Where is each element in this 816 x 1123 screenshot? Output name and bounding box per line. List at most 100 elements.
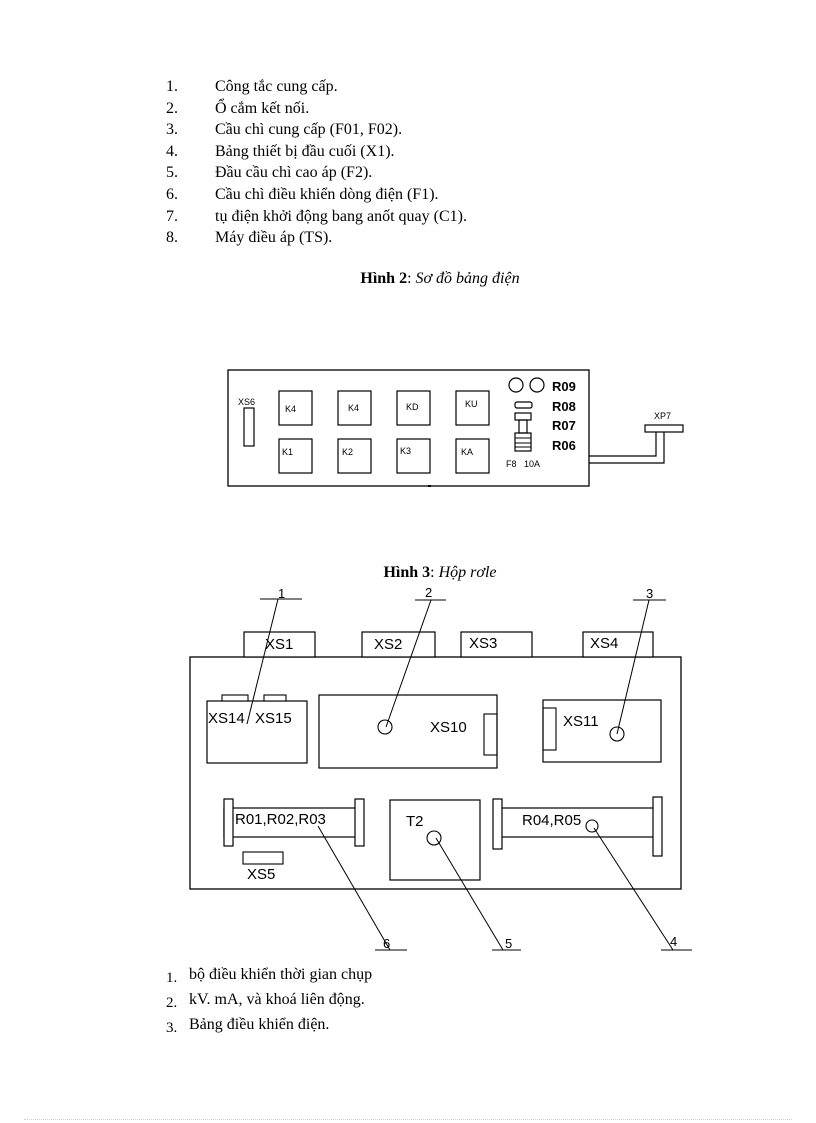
fuse-f8-icon bbox=[514, 412, 532, 452]
list-item: 2. kV. mA, và khoá liên động. bbox=[166, 989, 372, 1014]
list-number: 3. bbox=[166, 1020, 178, 1036]
list-text: Đầu cầu chì cao áp (F2). bbox=[215, 164, 373, 182]
list-item: 7. tụ điện khởi động bang anốt quay (C1). bbox=[166, 206, 467, 228]
relay-label: KD bbox=[406, 402, 419, 412]
t2-label: T2 bbox=[406, 813, 424, 830]
relay-label: KA bbox=[461, 447, 473, 457]
relay-k1 bbox=[278, 438, 313, 474]
list-number: 3. bbox=[166, 121, 178, 139]
caption-separator: : bbox=[430, 564, 439, 581]
list-text: kV. mA, và khoá liên động. bbox=[189, 991, 365, 1008]
list-item: 1. bộ điều khiển thời gian chụp bbox=[166, 964, 372, 989]
xs10-label: XS10 bbox=[430, 719, 467, 736]
indicator-lamp-icon bbox=[529, 377, 545, 393]
module-xs10 bbox=[318, 694, 498, 769]
cable-wire bbox=[589, 432, 657, 457]
xs3-label: XS3 bbox=[469, 635, 497, 652]
xs6-label: XS6 bbox=[238, 397, 255, 407]
list-item: 3. Bảng điều khiển điện. bbox=[166, 1014, 372, 1039]
bar-end-cap bbox=[492, 798, 503, 850]
list-text: Máy điều áp (TS). bbox=[215, 229, 333, 247]
relay-ka bbox=[455, 438, 490, 474]
caption-title: Hộp rơle bbox=[438, 564, 497, 581]
list-text: Bảng điều khiển điện. bbox=[189, 1016, 330, 1033]
terminal-icon bbox=[585, 819, 599, 833]
xs15-label: XS15 bbox=[255, 710, 292, 727]
list-item: 3. Cầu chì cung cấp (F01, F02). bbox=[166, 119, 467, 141]
relay-label: K3 bbox=[400, 446, 411, 456]
connector-xs5 bbox=[242, 851, 284, 865]
relay-k2 bbox=[337, 438, 372, 474]
xs2-label: XS2 bbox=[374, 636, 402, 653]
list-text: tụ điện khởi động bang anốt quay (C1). bbox=[215, 207, 467, 225]
list-text: Cầu chì điều khiển dòng điện (F1). bbox=[215, 185, 439, 203]
relay-box-diagram: XS1 XS2 XS3 XS4 XS14 XS15 XS10 XS11 R01,… bbox=[189, 585, 692, 951]
relay-k4-b bbox=[337, 390, 372, 426]
terminal-icon bbox=[426, 830, 442, 846]
caption-label: Hình 2 bbox=[360, 270, 408, 287]
callout-3: 3 bbox=[646, 586, 653, 601]
list-number: 1. bbox=[166, 78, 178, 95]
fuse-rating-label: 10A bbox=[524, 459, 540, 469]
caption-label: Hình 3 bbox=[383, 564, 431, 581]
transformer-t2 bbox=[389, 799, 481, 881]
relay-kd bbox=[396, 390, 431, 426]
list-number: 1. bbox=[166, 970, 178, 986]
list-text: bộ điều khiển thời gian chụp bbox=[189, 966, 373, 983]
xs5-label: XS5 bbox=[247, 866, 275, 883]
list-number: 6. bbox=[166, 185, 178, 203]
terminal-icon bbox=[609, 726, 625, 742]
module-xs14-xs15 bbox=[206, 700, 308, 764]
xs6-slot bbox=[243, 407, 255, 447]
callout-2: 2 bbox=[425, 585, 432, 600]
list-item: 8. Máy điều áp (TS). bbox=[166, 227, 467, 249]
relay-ku bbox=[455, 390, 490, 426]
pin-tab bbox=[221, 694, 249, 702]
relay-label: K2 bbox=[342, 447, 353, 457]
component-list-bottom: 1. bộ điều khiển thời gian chụp 2. kV. mA,… bbox=[166, 964, 372, 1039]
list-number: 4. bbox=[166, 142, 178, 160]
connector-xs2 bbox=[361, 631, 436, 658]
list-number: 8. bbox=[166, 229, 178, 247]
list-number: 7. bbox=[166, 207, 178, 225]
callout-4: 4 bbox=[670, 934, 677, 949]
figure-2-caption: Hình 2: Sơ đồ bảng điện bbox=[32, 270, 816, 288]
panel-diagram: XS6 K4 K4 KD KU K1 K2 K3 KA R09 R08 R07 … bbox=[227, 369, 684, 487]
relay-label: K1 bbox=[282, 447, 293, 457]
terminal-icon bbox=[377, 719, 393, 735]
r08-label: R08 bbox=[552, 399, 576, 414]
relay-label: K4 bbox=[285, 404, 296, 414]
caption-title: Sơ đồ bảng điện bbox=[415, 270, 520, 287]
pin-tab bbox=[263, 694, 287, 702]
f8-label: F8 bbox=[506, 459, 517, 469]
list-item: 1.Công tắc cung cấp. bbox=[166, 76, 467, 98]
relay-k3 bbox=[396, 438, 431, 474]
xs14-label: XS14 bbox=[208, 710, 245, 727]
xs1-label: XS1 bbox=[265, 636, 293, 653]
xs4-label: XS4 bbox=[590, 635, 618, 652]
list-item: 4. Bảng thiết bị đầu cuối (X1). bbox=[166, 141, 467, 163]
side-tab bbox=[483, 713, 498, 756]
list-text: Ổ cắm kết nối. bbox=[215, 99, 310, 117]
r06-label: R06 bbox=[552, 438, 576, 453]
callout-6: 6 bbox=[383, 936, 390, 951]
resistor-r08 bbox=[514, 401, 533, 409]
indicator-lamp-icon bbox=[508, 377, 524, 393]
relay-label: KU bbox=[465, 399, 478, 409]
panel-board bbox=[227, 369, 590, 487]
r09-label: R09 bbox=[552, 379, 576, 394]
list-item: 2.Ổ cắm kết nối. bbox=[166, 98, 467, 120]
bar-end-cap bbox=[354, 798, 365, 847]
component-list-top: 1.Công tắc cung cấp. 2.Ổ cắm kết nối. 3.… bbox=[166, 76, 467, 249]
r01-r03-label: R01,R02,R03 bbox=[235, 811, 326, 828]
cable-wire bbox=[589, 432, 665, 464]
xp7-label: XP7 bbox=[654, 411, 671, 421]
r07-label: R07 bbox=[552, 418, 576, 433]
list-text: Bảng thiết bị đầu cuối (X1). bbox=[215, 142, 395, 160]
r04-r05-label: R04,R05 bbox=[522, 812, 581, 829]
side-tab bbox=[542, 707, 557, 751]
list-number: 2. bbox=[166, 995, 178, 1011]
list-number: 5. bbox=[166, 164, 178, 182]
list-text: Cầu chì cung cấp (F01, F02). bbox=[215, 121, 403, 139]
